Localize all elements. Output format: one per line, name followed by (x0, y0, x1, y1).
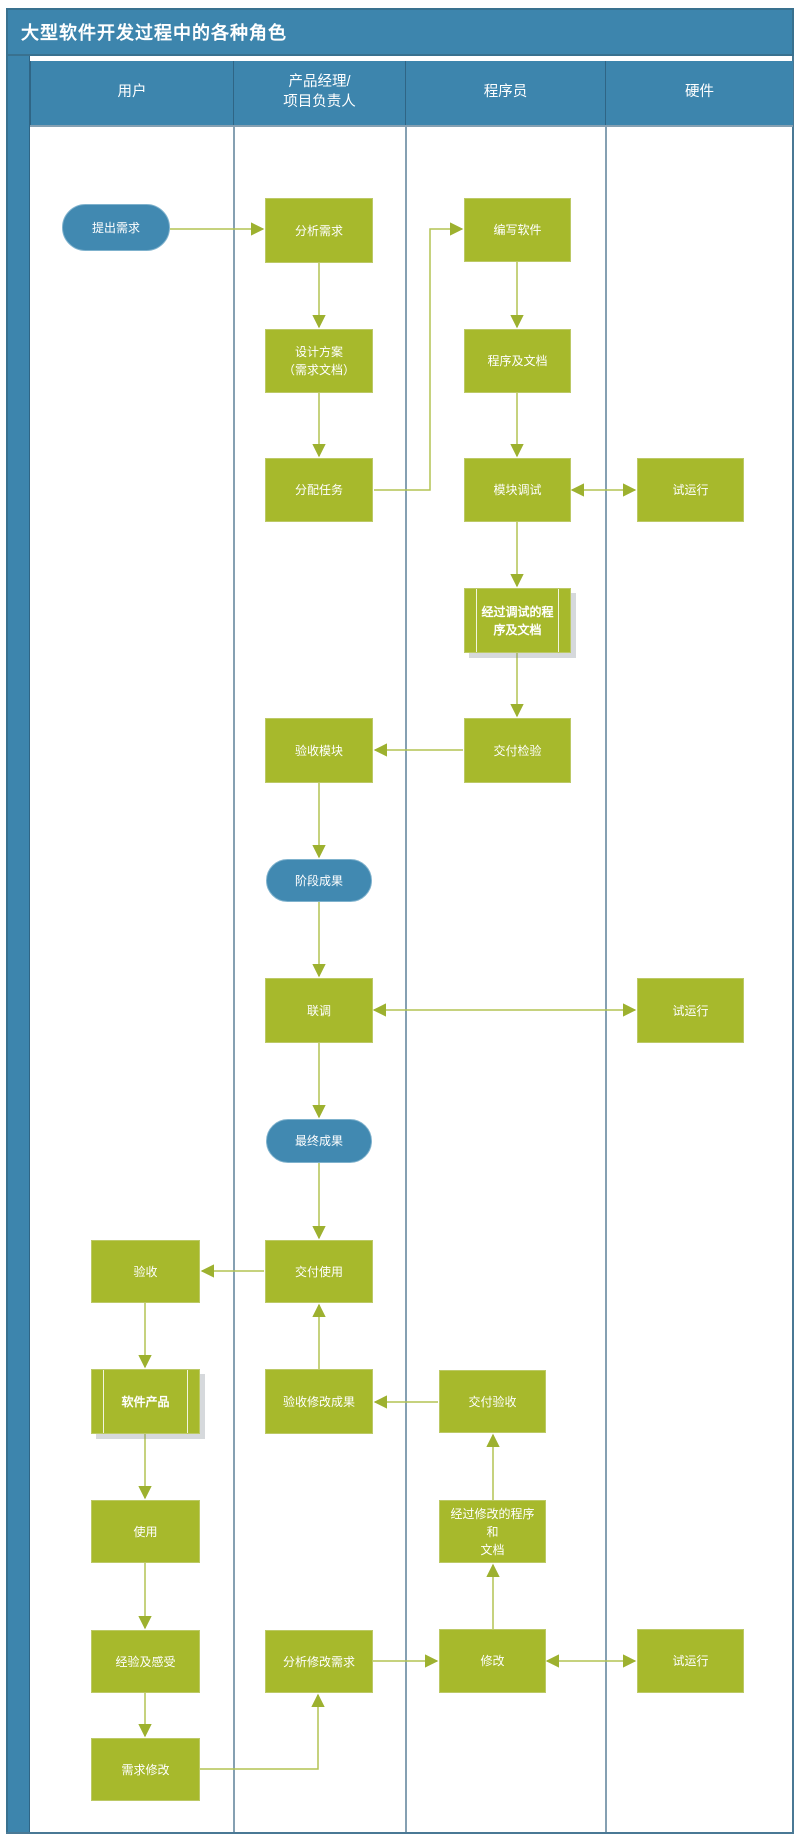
lane-divider-3 (605, 125, 607, 1832)
lane-header-programmer: 程序员 (405, 61, 605, 125)
flow-node-trial-run-2: 试运行 (637, 978, 744, 1043)
flow-node-accept-modified-result: 验收修改成果 (265, 1369, 373, 1434)
flow-node-deliver-acceptance: 交付验收 (439, 1370, 546, 1433)
flow-node-design-plan: 设计方案 （需求文档） (265, 329, 373, 393)
header-bottom-border (30, 125, 793, 127)
flow-node-accept: 验收 (91, 1240, 200, 1303)
flow-node-analyze-requirement: 分析需求 (265, 198, 373, 263)
flow-node-modified-program-docs: 经过修改的程序和 文档 (439, 1500, 546, 1563)
flow-node-trial-run-1: 试运行 (637, 458, 744, 522)
flow-node-program-and-docs: 程序及文档 (464, 329, 571, 393)
diagram-title: 大型软件开发过程中的各种角色 (21, 23, 287, 43)
flow-node-deliver-for-use: 交付使用 (265, 1240, 373, 1303)
flow-node-modify: 修改 (439, 1629, 546, 1693)
flow-node-joint-debug: 联调 (265, 978, 373, 1043)
flow-node-trial-run-3: 试运行 (637, 1629, 744, 1693)
flow-node-analyze-change-request: 分析修改需求 (265, 1630, 373, 1693)
flow-node-final-result: 最终成果 (266, 1119, 372, 1163)
lane-header-hardware: 硬件 (605, 61, 793, 125)
flow-node-assign-tasks: 分配任务 (265, 458, 373, 522)
flow-node-use: 使用 (91, 1500, 200, 1563)
flow-node-requirement-change: 需求修改 (91, 1738, 200, 1801)
lane-header-user: 用户 (30, 61, 233, 125)
flow-node-debugged-program-docs: 经过调试的程序及文档 (464, 588, 571, 653)
lane-divider-1 (233, 125, 235, 1832)
lane-divider-2 (405, 125, 407, 1832)
flow-node-write-software: 编写软件 (464, 198, 571, 262)
flow-node-stage-result: 阶段成果 (266, 859, 372, 902)
pool-side-strip (6, 56, 30, 1832)
lane-header-product-manager: 产品经理/ 项目负责人 (233, 61, 405, 125)
flow-node-module-debug: 模块调试 (464, 458, 571, 522)
flow-node-raise-requirement: 提出需求 (62, 204, 170, 251)
flow-node-software-product: 软件产品 (91, 1369, 200, 1434)
diagram-title-bar: 大型软件开发过程中的各种角色 (6, 8, 794, 56)
flow-node-accept-module: 验收模块 (265, 718, 373, 783)
flow-node-deliver-inspection: 交付检验 (464, 718, 571, 783)
flow-node-experience-feelings: 经验及感受 (91, 1630, 200, 1693)
